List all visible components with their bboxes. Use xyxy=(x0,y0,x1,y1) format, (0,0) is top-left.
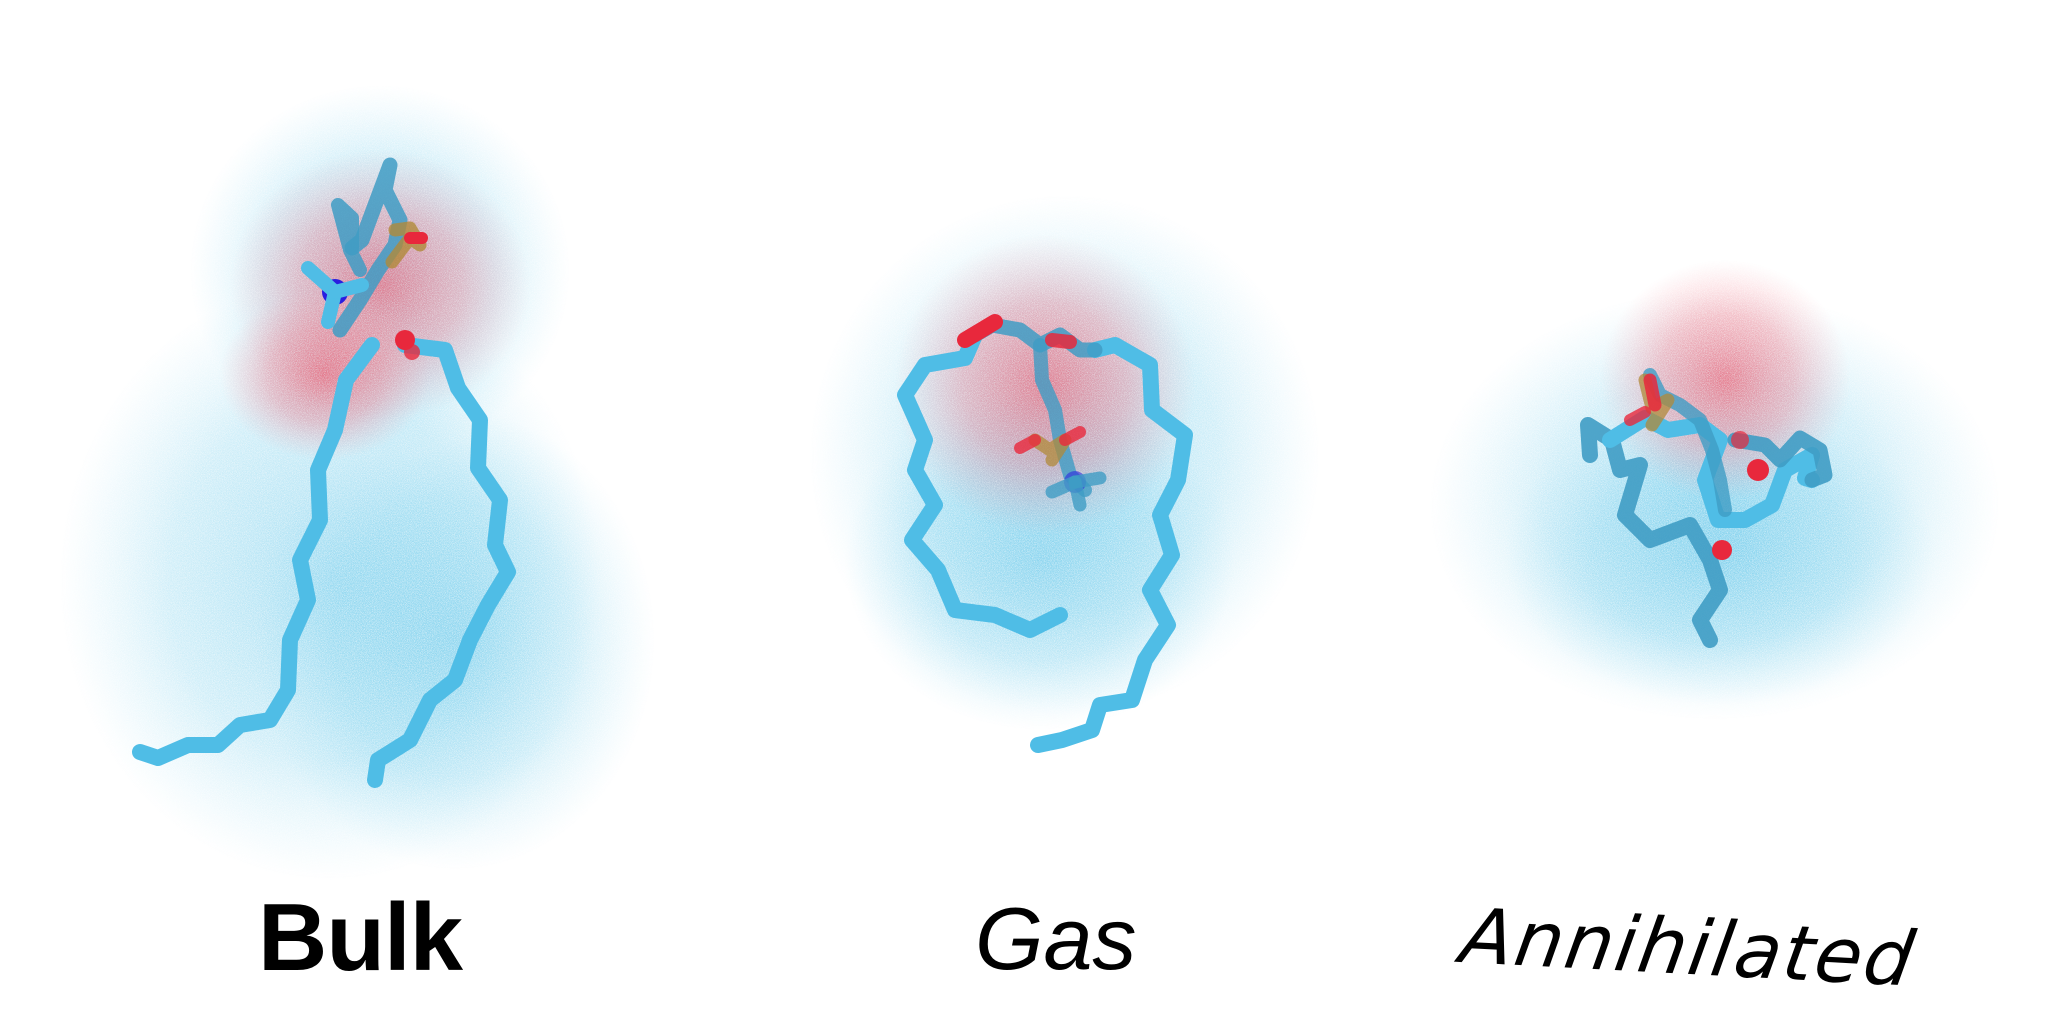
gas-ester-oxygen xyxy=(957,314,1003,348)
caption-annihilated: Annihilated xyxy=(1455,891,1922,1004)
panel-gas xyxy=(810,195,1320,753)
gas-left-acyl-chain xyxy=(897,327,1068,638)
annihilated-phosphate-oxygen xyxy=(1624,406,1651,426)
panel-bulk xyxy=(60,85,655,880)
gas-lipid-molecule xyxy=(897,314,1193,753)
gas-right-acyl-chain xyxy=(1030,337,1193,753)
annihilated-glycerol-backbone xyxy=(1643,368,1732,517)
annihilated-ester-oxygen xyxy=(1712,540,1732,560)
caption-bulk: Bulk xyxy=(258,884,463,991)
bulk-choline-arm xyxy=(331,198,367,277)
bulk-right-acyl-chain xyxy=(367,337,516,788)
annihilated-phosphate-oxygen xyxy=(1643,373,1662,412)
gas-choline-methyl xyxy=(1068,475,1087,512)
caption-gas: Gas xyxy=(975,889,1137,988)
gas-phosphate-oxygen xyxy=(1059,426,1086,446)
bulk-lipid-molecule xyxy=(132,157,516,788)
bulk-headgroup-density-cloud xyxy=(220,150,530,460)
bulk-phosphate-group xyxy=(385,221,427,269)
bulk-choline-methyl xyxy=(328,278,369,299)
gas-phosphate-group xyxy=(1028,433,1072,467)
panel-annihilated xyxy=(1430,260,2000,720)
annihilated-acyl-chain xyxy=(1727,430,1833,488)
gas-ester-oxygen xyxy=(1045,333,1077,349)
annihilated-acyl-chain xyxy=(1602,410,1820,528)
annihilated-lipid-molecule xyxy=(1580,368,1833,648)
annihilated-ester-oxygen xyxy=(1747,459,1769,481)
bulk-ester-oxygen xyxy=(404,344,420,360)
annihilated-headgroup-density-cloud xyxy=(1600,260,1850,500)
annihilated-ester-oxygen xyxy=(1731,431,1749,449)
bulk-left-acyl-chain xyxy=(132,337,380,766)
gas-phosphate-oxygen xyxy=(1014,434,1041,454)
